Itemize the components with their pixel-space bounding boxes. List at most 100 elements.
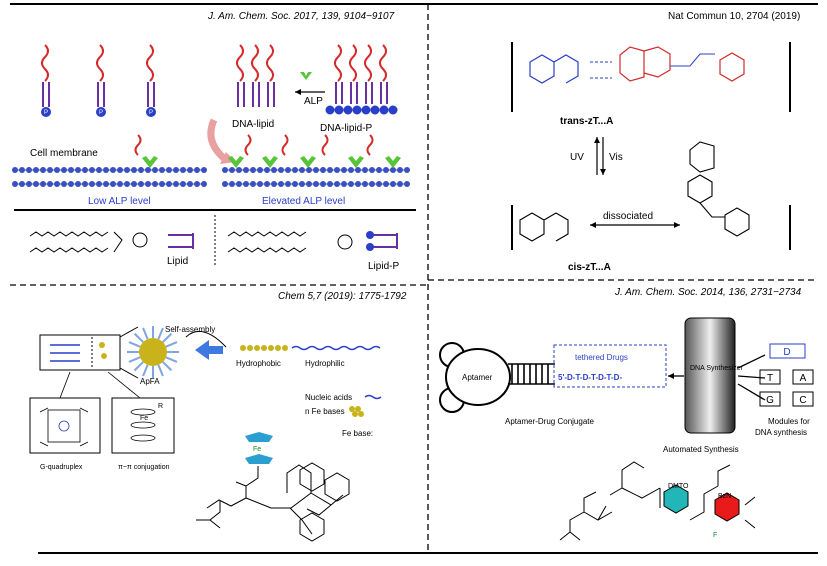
membrane-bead [117,167,123,173]
dna-lipid-label: DNA-lipid [232,119,274,130]
pi-pi-box [111,397,175,454]
membrane-bead [110,167,116,173]
membrane-bead [47,181,53,187]
membrane-bead [159,181,165,187]
membrane-bead [145,167,151,173]
membrane-proteins [142,156,401,168]
membrane-bead [54,167,60,173]
membrane-bead [229,181,235,187]
dna-lipid-p-label: DNA-lipid-P [320,123,373,134]
membrane-bead [26,167,32,173]
membrane-bead [369,181,375,187]
membrane-bead [26,181,32,187]
n-fe-bases-label: n Fe bases [305,407,345,416]
modules-label: Modules for [768,417,810,426]
lipid-p-structure [214,215,353,265]
ferrocene-stack [130,408,156,442]
membrane-bead [250,167,256,173]
apfa-strands [127,326,179,378]
panel-apfa: ApFA Self-assembly Hydrophobic Hydrophil… [29,325,382,542]
membrane-bead [138,167,144,173]
membrane-bead [355,167,361,173]
hydrophobic-label: Hydrophobic [236,359,281,368]
membrane-bead [334,181,340,187]
membrane-bead [397,181,403,187]
apfa-strand [142,364,149,377]
membrane-bead [327,167,333,173]
membrane-bead [292,181,298,187]
apfa-strand [165,341,178,348]
membrane-bead [124,167,130,173]
membrane-bead [180,167,186,173]
aptamer-label: Aptamer [462,373,493,382]
membrane-bead [180,181,186,187]
adenine-cis [519,212,569,242]
phosphate-beads [41,107,156,117]
membrane-bead [201,167,207,173]
fe-phosphoramidite [196,462,350,542]
membrane-bead [61,167,67,173]
membrane-bead [264,167,270,173]
bzn-label: BzN [718,493,731,500]
self-assembly-label: Self-assembly [165,325,215,334]
alp-label: ALP [304,96,323,107]
membrane-bead [138,181,144,187]
membrane-bead [341,167,347,173]
membrane-bead [117,181,123,187]
membrane-bead [376,181,382,187]
membrane-bead [390,181,396,187]
membrane-bead [229,167,235,173]
membrane-bead [257,167,263,173]
membrane-bead [250,181,256,187]
p-label-2: P [99,110,103,116]
h-bonds [590,61,612,79]
lipid-label: Lipid [167,256,188,267]
membrane-bead [201,181,207,187]
zt-trans [619,46,745,82]
apfa-strand [133,361,144,372]
membrane-bead [334,167,340,173]
dna-lipid-p-cluster [334,44,388,104]
membrane-bead [33,167,39,173]
apfa-strand [165,356,178,363]
membrane-bead [243,181,249,187]
membrane-bead [19,181,25,187]
membrane-bead [166,167,172,173]
fe-base-label: Fe base: [342,429,373,438]
membrane-bead [89,167,95,173]
membrane-bead [103,167,109,173]
membrane-bead [173,181,179,187]
membrane-bead [376,167,382,173]
membrane-bead [271,167,277,173]
trans-label: trans-zT...A [560,116,613,127]
pi-pi-label: π−π conjugation [118,464,170,471]
citation-bottom-right: J. Am. Chem. Soc. 2014, 136, 2731−2734 [614,287,802,298]
ferrocene-icon [245,432,273,442]
automated-label: Automated Synthesis [663,445,739,454]
aptamer-shape [439,342,511,413]
cis-label: cis-zT...A [568,262,611,273]
membrane-bead [166,181,172,187]
membrane-bead [54,181,60,187]
membrane-bead [222,167,228,173]
fe-icon-label: Fe [253,446,261,453]
membrane-bead [243,167,249,173]
membrane-bead [222,181,228,187]
membrane-bead [12,167,18,173]
membrane-bead [383,167,389,173]
membrane-bead [96,167,102,173]
membrane-bead [194,181,200,187]
membrane-bead [362,181,368,187]
membrane-bead [131,167,137,173]
membrane-bead [12,181,18,187]
membrane-bead [33,181,39,187]
drug-phosphoramidite [559,461,756,541]
membrane-bead [264,181,270,187]
benzene-ring [663,484,689,514]
apfa-strand [157,364,164,377]
assembly-arrow [195,340,223,360]
membrane-bead [369,167,375,173]
membrane-bead [194,167,200,173]
membrane-bead [257,181,263,187]
